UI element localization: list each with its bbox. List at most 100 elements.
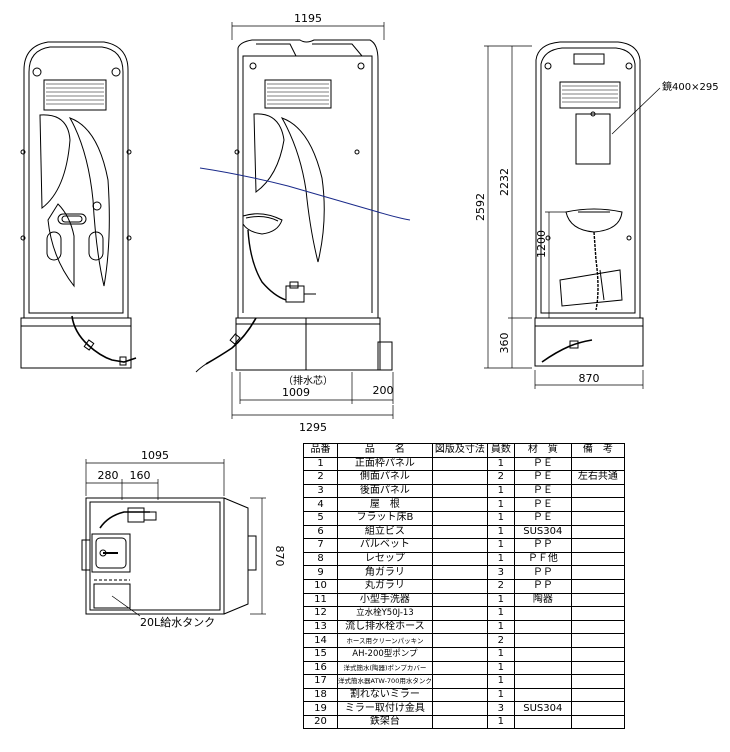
part-dimensions [431,565,488,580]
part-no: 4 [303,497,338,512]
part-material: SUS304 [513,524,572,540]
part-name: 正面枠パネル [337,456,433,472]
part-remarks [570,660,625,676]
part-material [513,619,572,635]
part-no: 14 [303,633,338,648]
part-dimensions [431,674,488,689]
part-name: フラット床B [337,510,433,526]
dim-drain-label: （排水芯） [283,374,333,387]
part-quantity: 1 [486,714,515,730]
header-remarks: 備 考 [570,443,625,458]
part-remarks [570,646,625,662]
part-remarks [570,551,625,567]
part-name: 角ガラリ [337,565,433,580]
part-material [513,687,572,703]
part-material: ＰＰ [513,565,572,580]
dim-mirror: 鏡400×295 [662,80,719,93]
part-material: ＰＥ [513,497,572,512]
part-material: ＰＥ [513,510,572,526]
part-dimensions [431,592,488,608]
part-quantity: 1 [486,538,515,553]
part-name: 後面パネル [337,483,433,499]
part-name: 洋式簡水器ATW-700用水タンク [337,674,433,689]
part-quantity: 1 [486,524,515,540]
side-view [195,39,393,373]
part-remarks [570,510,625,526]
part-quantity: 1 [486,456,515,472]
part-material: ＰＥ [513,456,572,472]
header-part-name: 品 名 [337,443,433,458]
part-name: AH-200型ポンプ [337,646,433,662]
part-dimensions [431,551,488,567]
part-remarks [570,592,625,608]
part-name: ホース用クリーンパッキン [337,633,433,648]
part-no: 3 [303,483,338,499]
part-no: 17 [303,674,338,689]
dim-plan-width: 1095 [141,449,169,462]
part-dimensions [431,497,488,512]
part-dimensions [431,483,488,499]
part-quantity: 2 [486,578,515,594]
part-remarks [570,606,625,621]
part-name: 丸ガラリ [337,578,433,594]
part-material: 陶器 [513,592,572,608]
part-remarks [570,619,625,635]
part-material [513,714,572,730]
part-quantity: 1 [486,646,515,662]
part-remarks [570,687,625,703]
part-name: レセップ [337,551,433,567]
part-no: 15 [303,646,338,662]
part-material: ＰＥ [513,483,572,499]
part-material [513,646,572,662]
part-no: 19 [303,701,338,716]
dim-height-total: 2592 [474,193,487,221]
part-no: 12 [303,606,338,621]
part-remarks [570,538,625,553]
part-quantity: 1 [486,619,515,635]
part-remarks [570,524,625,540]
dim-drain-extra: 200 [373,384,394,397]
wave-line [199,167,411,221]
header-dimensions: 図版及寸法 [431,443,488,458]
part-quantity: 2 [486,470,515,485]
part-quantity: 2 [486,633,515,648]
part-remarks: 左右共通 [570,470,625,485]
part-name: 鉄架台 [337,714,433,730]
part-quantity: 1 [486,592,515,608]
part-dimensions [431,619,488,635]
part-name: パルベット [337,538,433,553]
part-dimensions [431,701,488,716]
part-material: ＰＰ [513,578,572,594]
part-material [513,674,572,689]
part-material: ＰＥ [513,470,572,485]
part-remarks [570,483,625,499]
dim-plan-depth: 870 [273,546,286,567]
part-no: 9 [303,565,338,580]
part-remarks [570,565,625,580]
part-material [513,660,572,676]
part-no: 5 [303,510,338,526]
back-view [534,41,644,367]
part-name: ミラー取付け金具 [337,701,433,716]
plan-view [81,497,257,615]
dim-sink-height: 1200 [535,230,548,258]
part-remarks [570,633,625,648]
part-quantity: 1 [486,551,515,567]
part-dimensions [431,687,488,703]
part-no: 7 [303,538,338,553]
part-name: 側面パネル [337,470,433,485]
part-no: 2 [303,470,338,485]
part-name: 屋 根 [337,497,433,512]
part-dimensions [431,524,488,540]
